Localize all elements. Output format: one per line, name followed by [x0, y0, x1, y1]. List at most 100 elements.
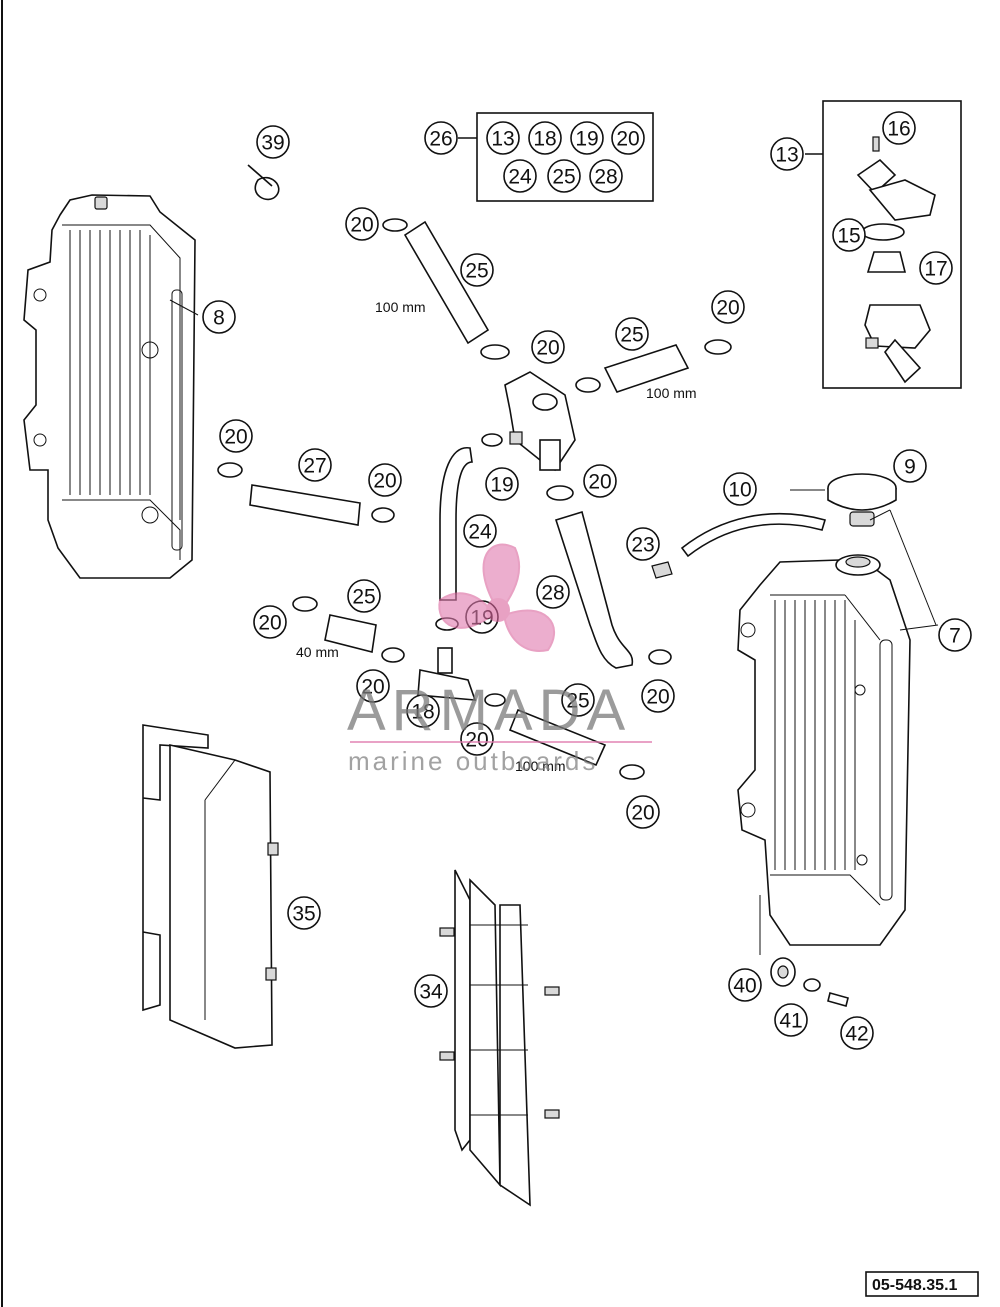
radiator-guard-34	[439, 869, 560, 1207]
callout-circle	[893, 449, 927, 483]
callout-25: 25	[460, 253, 494, 287]
callout-24: 24	[503, 159, 537, 193]
callout-number: 20	[350, 214, 373, 237]
hose-18	[417, 669, 477, 701]
callout-25: 25	[347, 579, 381, 613]
callout-number: 25	[465, 260, 488, 283]
overflow-hose	[680, 512, 827, 558]
hose-clip	[651, 561, 673, 579]
watermark-brand: ARMADA	[347, 678, 631, 743]
callout-number: 28	[594, 166, 617, 189]
callout-number: 13	[491, 128, 514, 151]
callout-number: 27	[303, 455, 326, 478]
callout-number: 23	[631, 534, 654, 557]
callout-number: 8	[213, 307, 225, 330]
callout-number: 25	[566, 690, 589, 713]
callout-number: 18	[411, 701, 434, 724]
callout-number: 28	[541, 582, 564, 605]
callout-circle	[611, 121, 645, 155]
reference-code-box	[865, 1271, 979, 1297]
callout-28: 28	[536, 575, 570, 609]
callout-39: 39	[256, 125, 290, 159]
hose-top	[403, 220, 490, 345]
callout-circle	[485, 467, 519, 501]
callout-20: 20	[626, 795, 660, 829]
cable-tie	[247, 164, 280, 201]
callout-27: 27	[298, 448, 332, 482]
callout-26: 26	[424, 121, 458, 155]
callout-number: 20	[373, 470, 396, 493]
callout-8: 8	[202, 300, 236, 334]
callout-circle	[919, 251, 953, 285]
callout-circle	[356, 669, 390, 703]
callout-circle	[774, 1003, 808, 1037]
callout-circle	[414, 974, 448, 1008]
callout-28: 28	[589, 159, 623, 193]
callout-15: 15	[832, 218, 866, 252]
callout-20: 20	[460, 722, 494, 756]
dimension-hose-upper: 100 mm	[375, 299, 426, 315]
callout-circle	[503, 159, 537, 193]
callout-20: 20	[356, 669, 390, 703]
callout-number: 25	[620, 324, 643, 347]
callout-circle	[547, 159, 581, 193]
callout-number: 34	[419, 981, 443, 1004]
callout-number: 25	[552, 166, 575, 189]
callout-24: 24	[463, 514, 497, 548]
hose-right	[603, 344, 690, 393]
reference-code: 05-548.35.1	[872, 1277, 958, 1294]
callout-number: 25	[352, 586, 375, 609]
callout-circle	[723, 472, 757, 506]
callout-layer: 39 26 13 18 19 20 24 25 28 13 16 15 17 8 20 25 20 20 25 20 2…	[202, 111, 972, 1050]
hose-lower	[508, 708, 607, 767]
leader-lines	[169, 299, 939, 631]
callout-34: 34	[414, 974, 448, 1008]
callout-number: 20	[258, 612, 281, 635]
callout-number: 19	[490, 474, 513, 497]
dimension-hose-right: 100 mm	[646, 385, 697, 401]
callout-number: 39	[261, 132, 284, 155]
callout-circle	[641, 679, 675, 713]
callout-18: 18	[406, 694, 440, 728]
callout-circle	[202, 300, 236, 334]
callout-number: 19	[575, 128, 598, 151]
left-radiator	[23, 194, 196, 579]
callout-number: 42	[845, 1023, 868, 1046]
callout-number: 10	[728, 479, 751, 502]
callout-circle	[528, 121, 562, 155]
callout-circle	[486, 121, 520, 155]
radiator-guard-35	[142, 724, 279, 1049]
callout-20: 20	[368, 463, 402, 497]
callout-circle	[626, 795, 660, 829]
callout-17: 17	[919, 251, 953, 285]
callout-25: 25	[561, 683, 595, 717]
callout-number: 35	[292, 903, 315, 926]
thermostat-housing	[856, 136, 936, 384]
pump-connector	[504, 371, 576, 472]
right-radiator	[737, 554, 911, 946]
callout-41: 41	[774, 1003, 808, 1037]
callout-number: 9	[904, 456, 916, 479]
callout-20: 20	[641, 679, 675, 713]
callout-number: 20	[631, 802, 654, 825]
callout-circle	[345, 207, 379, 241]
callout-18: 18	[528, 121, 562, 155]
callout-circle	[536, 575, 570, 609]
callout-circle	[460, 722, 494, 756]
hose-28	[554, 510, 634, 669]
callout-number: 20	[224, 426, 247, 449]
callout-number: 18	[533, 128, 556, 151]
callout-circle	[770, 137, 804, 171]
callout-circle	[287, 896, 321, 930]
callout-number: 13	[775, 144, 798, 167]
radiator-cap	[827, 473, 897, 527]
callout-number: 20	[616, 128, 639, 151]
callout-20: 20	[711, 290, 745, 324]
callout-20: 20	[345, 207, 379, 241]
callout-circle	[253, 605, 287, 639]
callout-7: 7	[938, 618, 972, 652]
callout-42: 42	[840, 1016, 874, 1050]
callout-16: 16	[882, 111, 916, 145]
callout-circle	[460, 253, 494, 287]
callout-circle	[583, 464, 617, 498]
